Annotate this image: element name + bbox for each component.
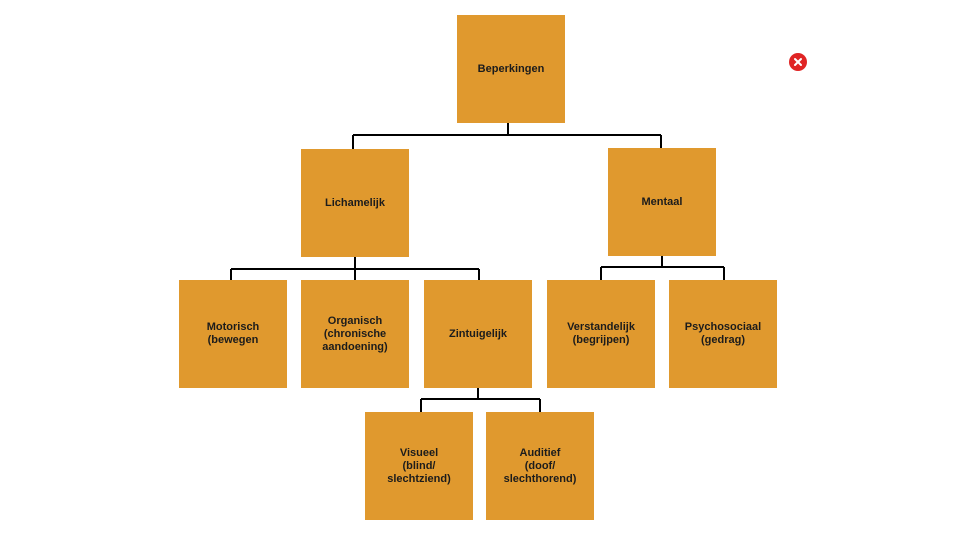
node-organisch: Organisch (chronische aandoening) bbox=[301, 280, 409, 388]
node-motorisch: Motorisch (bewegen bbox=[179, 280, 287, 388]
node-lichamelijk: Lichamelijk bbox=[301, 149, 409, 257]
close-icon bbox=[794, 58, 802, 66]
close-button[interactable] bbox=[789, 53, 807, 71]
node-beperkingen: Beperkingen bbox=[457, 15, 565, 123]
node-visueel: Visueel (blind/ slechtziend) bbox=[365, 412, 473, 520]
node-verstandelijk: Verstandelijk (begrijpen) bbox=[547, 280, 655, 388]
node-auditief: Auditief (doof/ slechthorend) bbox=[486, 412, 594, 520]
node-zintuigelijk: Zintuigelijk bbox=[424, 280, 532, 388]
node-mentaal: Mentaal bbox=[608, 148, 716, 256]
node-psychosociaal: Psychosociaal (gedrag) bbox=[669, 280, 777, 388]
